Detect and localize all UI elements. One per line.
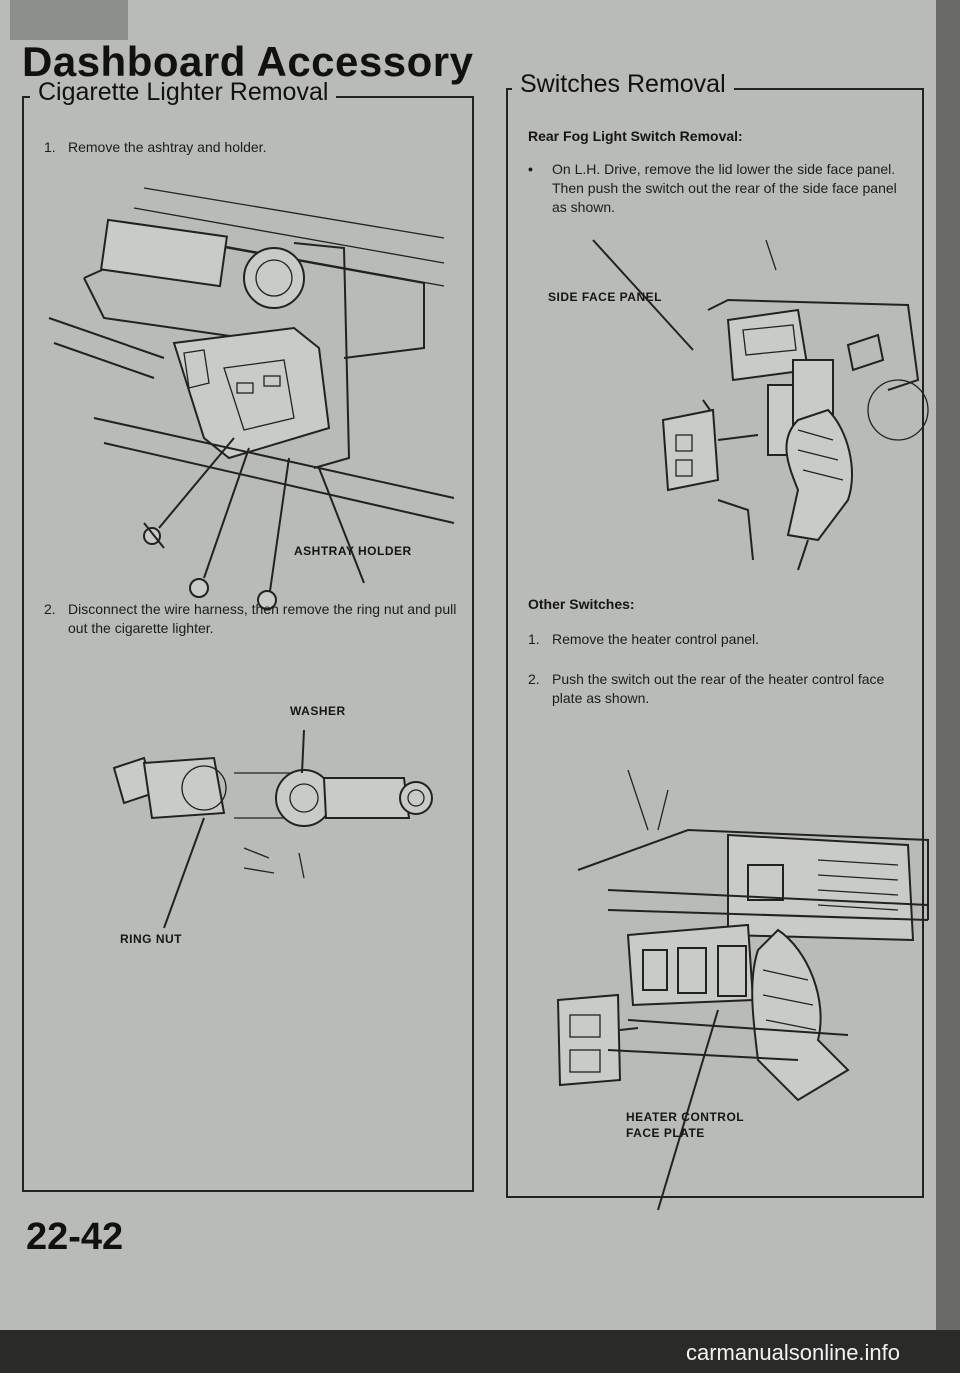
step-text: Disconnect the wire harness, then remove… xyxy=(68,601,457,636)
step-number: 1. xyxy=(44,139,56,155)
step-text: Remove the heater control panel. xyxy=(552,631,760,647)
ashtray-holder-callout: ASHTRAY HOLDER xyxy=(294,544,412,558)
bottom-edge xyxy=(0,1330,960,1373)
heater-control-callout-line2: FACE PLATE xyxy=(626,1126,705,1140)
bullet-dot: • xyxy=(528,161,533,177)
page-title: Dashboard Accessory xyxy=(22,38,474,85)
cigarette-lighter-section: Cigarette Lighter Removal 1. Remove the … xyxy=(22,78,474,1192)
watermark: carmanualsonline.info xyxy=(686,1340,901,1365)
step-text: Push the switch out the rear of the heat… xyxy=(552,671,885,706)
washer-callout: WASHER xyxy=(290,704,346,718)
page-number: 22-42 xyxy=(26,1216,124,1258)
step-text: Remove the ashtray and holder. xyxy=(68,139,267,155)
manual-page xyxy=(0,0,936,1330)
section-heading: Switches Removal xyxy=(512,70,734,99)
ashtray-holder-illustration xyxy=(48,187,455,610)
side-face-panel-callout: SIDE FACE PANEL xyxy=(548,290,662,304)
section-tab xyxy=(10,0,128,40)
switches-section: Switches Removal Rear Fog Light Switch R… xyxy=(506,70,929,1211)
heater-switch-illustration xyxy=(556,769,929,1211)
ring-nut-callout: RING NUT xyxy=(120,932,182,946)
section-heading: Cigarette Lighter Removal xyxy=(30,78,337,107)
heater-control-callout-line1: HEATER CONTROL xyxy=(626,1110,745,1124)
fog-switch-heading: Rear Fog Light Switch Removal: xyxy=(528,128,743,144)
cigarette-lighter-illustration xyxy=(112,729,433,929)
other-switches-heading: Other Switches: xyxy=(528,596,635,612)
step-number: 1. xyxy=(528,631,540,647)
binding-edge xyxy=(936,0,960,1373)
bullet-text: On L.H. Drive, remove the lid lower the … xyxy=(552,161,897,215)
step-number: 2. xyxy=(528,671,540,687)
fog-switch-illustration xyxy=(648,240,929,571)
step-number: 2. xyxy=(44,601,56,617)
